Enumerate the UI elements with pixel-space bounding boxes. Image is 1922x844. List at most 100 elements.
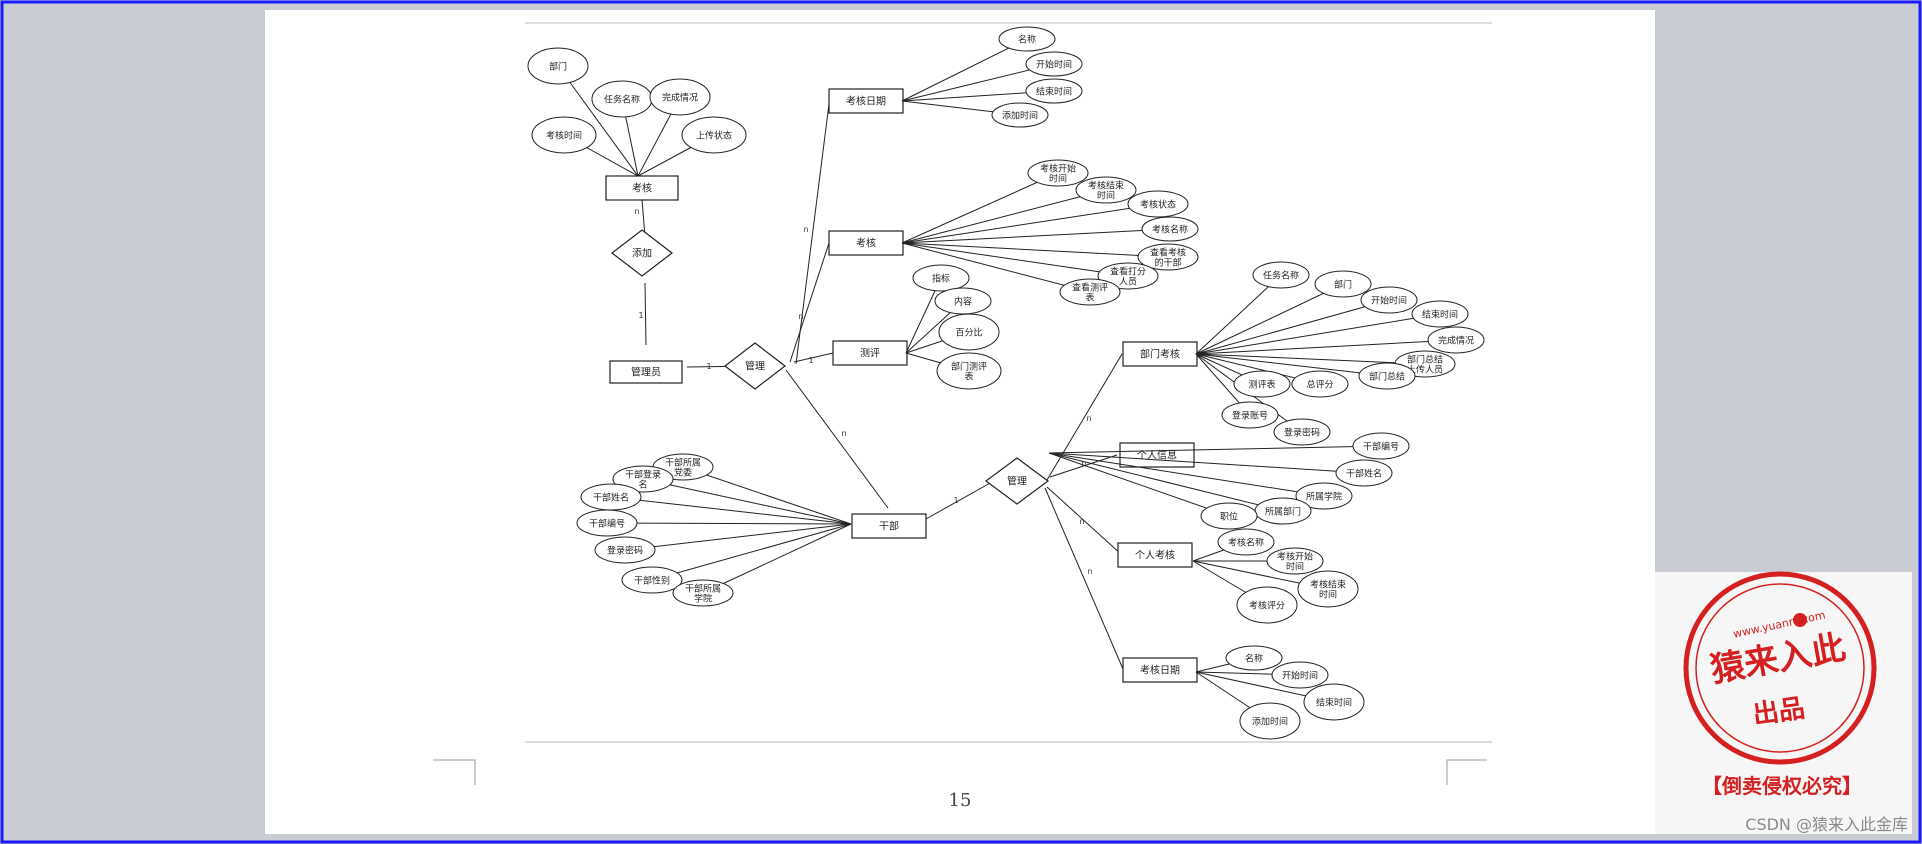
attribute-link [606,522,852,525]
cardinality-label: n [1086,414,1091,423]
attribute-ellipse [998,26,1056,52]
attribute-link [901,242,1091,293]
attribute-label: 开始时间 [1036,59,1072,71]
attribute-ellipse [1127,190,1189,218]
cardinality-label: n [841,429,846,438]
cardinality-label: n [1087,567,1092,576]
entity-box-personal_kaohe [1117,542,1193,568]
attribute-link [901,242,1129,277]
relationship-diamond-manage1 [724,342,786,390]
attribute-link [1048,452,1325,497]
attribute-label: 总评分 [1306,379,1333,391]
entity-label-ceping: 测评 [860,347,880,360]
attribute-link [1048,445,1382,454]
attribute-ellipse [1295,482,1353,510]
entity-label-kaohe_date2: 考核日期 [1140,664,1180,677]
attribute-link [1048,452,1230,517]
attribute-label: 添加时间 [1252,716,1288,728]
attribute-ellipse [1233,370,1291,398]
stamp-sub: 出品 [1751,694,1807,731]
attribute-ellipse [527,47,589,85]
attribute-ellipse [1335,459,1393,487]
entity-label-personal_kaohe: 个人考核 [1135,549,1175,562]
attribute-ellipse [1360,286,1418,314]
crop-mark-left [433,759,476,785]
attribute-ellipse [594,536,656,564]
attribute-label: 干部姓名 [1346,468,1382,480]
cardinality-label: n [1079,517,1084,526]
attribute-ellipse [1097,262,1159,290]
attribute-label: 登录密码 [607,545,643,557]
attribute-ellipse [1427,326,1485,354]
entity-label-admin: 管理员 [631,366,661,379]
attribute-label: 结束时间 [1316,697,1352,709]
entity-box-kaohe_date2 [1122,657,1198,683]
attribute-ellipse [649,78,711,116]
attribute-ellipse [1025,78,1083,104]
connector-line [795,103,830,365]
entity-box-dept_kaohe [1122,341,1198,367]
cardinality-label: n [634,207,639,216]
relationship-label-add: 添加 [632,247,652,260]
attribute-label: 干部性别 [634,575,670,587]
attribute-ellipse [938,313,1000,351]
entity-box-kaohe_mid [828,230,904,256]
attribute-label: 部门 [549,61,567,73]
attribute-label: 开始时间 [1282,670,1318,682]
attribute-link [901,242,1169,258]
attribute-link [1048,452,1365,474]
attribute-ellipse [1027,159,1089,187]
attribute-link [901,228,1171,244]
page-number: 15 [949,790,972,811]
attribute-label: 完成情况 [1438,335,1474,347]
attribute-link [901,172,1059,244]
attribute-ellipse [991,102,1049,128]
attribute-label: 干部所属党委 [665,457,701,479]
attribute-label: 查看考核的干部 [1150,247,1186,269]
attribute-link [1195,313,1441,355]
attribute-label: 考核开始时间 [1040,163,1076,185]
attribute-label: 干部编号 [589,518,625,530]
attribute-ellipse [936,352,1002,390]
attribute-ellipse [1075,176,1137,204]
connector-line [1046,353,1123,481]
attribute-ellipse [912,264,970,292]
attribute-link [1195,353,1388,377]
attribute-link [557,65,639,177]
attribute-label: 部门 [1334,279,1352,291]
attribute-label: 干部姓名 [593,492,629,504]
csdn-credit: CSDN @猿来入此金库 [1745,815,1908,834]
attribute-ellipse [1025,51,1083,77]
attribute-label: 部门总结 [1369,371,1405,383]
attribute-label: 百分比 [955,327,982,339]
relationship-label-manage2: 管理 [1007,475,1027,488]
connector-line [789,242,830,363]
entity-label-kaohe_top: 考核 [632,182,652,195]
attribute-label: 指标 [932,273,950,285]
attribute-label: 登录密码 [1284,427,1320,439]
attribute-ellipse [1225,645,1283,671]
attribute-ellipse [1303,683,1365,721]
attribute-link [1195,353,1426,365]
attribute-ellipse [621,566,683,594]
attribute-link [901,203,1159,244]
relationship-diamond-add [611,229,673,277]
attribute-label: 考核开始时间 [1277,551,1313,573]
entity-label-dept_kaohe: 部门考核 [1140,348,1180,361]
attribute-label: 考核名称 [1152,224,1188,236]
attribute-ellipse [612,465,674,493]
attribute-label: 考核时间 [546,130,582,142]
connector-line [1044,487,1124,670]
stamp-outer-ring [1683,571,1877,765]
attribute-link [642,478,852,525]
attribute-link [651,523,852,581]
attribute-ellipse [1314,270,1372,298]
attribute-link [702,523,852,594]
attribute-label: 考核评分 [1249,600,1285,612]
attribute-ellipse [1273,418,1331,446]
attribute-label: 上传状态 [696,130,732,142]
entity-label-kaohe_date: 考核日期 [846,95,886,108]
entity-box-ganbu [851,513,927,539]
attribute-label: 干部编号 [1363,441,1399,453]
